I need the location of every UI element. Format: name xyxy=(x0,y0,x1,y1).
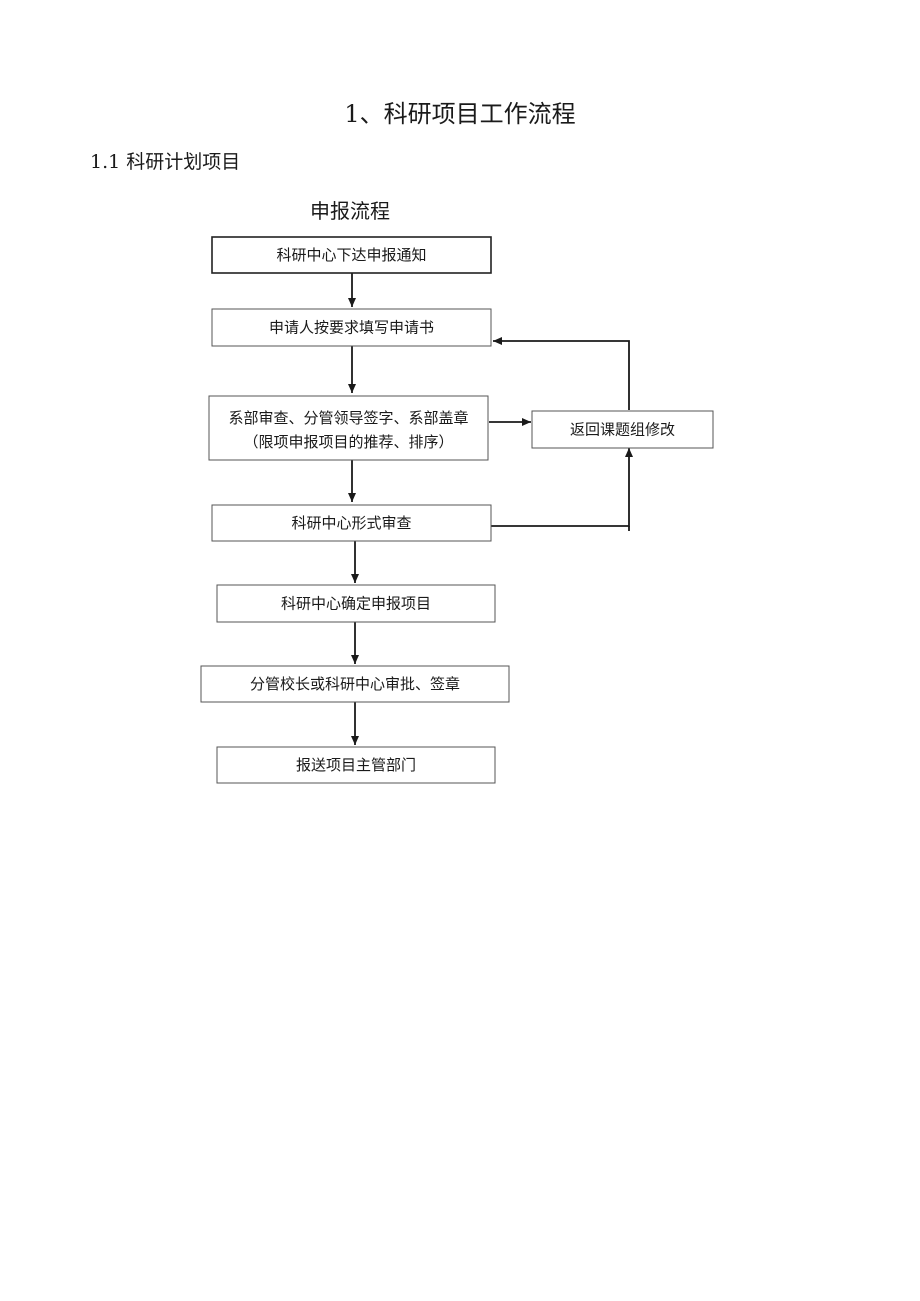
node-review: 系部审查、分管领导签字、系部盖章 （限项申报项目的推荐、排序） xyxy=(208,395,489,461)
flowchart-title: 申报流程 xyxy=(310,199,390,223)
node-review-label-line1: 系部审查、分管领导签字、系部盖章 xyxy=(228,409,468,427)
node-confirm-label: 科研中心确定申报项目 xyxy=(281,595,431,613)
node-confirm: 科研中心确定申报项目 xyxy=(216,584,496,623)
node-submit: 报送项目主管部门 xyxy=(216,746,496,784)
node-notice: 科研中心下达申报通知 xyxy=(211,236,492,274)
node-fill-form: 申请人按要求填写申请书 xyxy=(211,308,492,347)
edge-format-check-to-return-revise xyxy=(491,448,633,527)
node-format-check-label: 科研中心形式审查 xyxy=(291,514,411,532)
edge-return-revise-to-fill-form xyxy=(493,337,630,410)
node-notice-label: 科研中心下达申报通知 xyxy=(276,246,426,264)
node-approve-label: 分管校长或科研中心审批、签章 xyxy=(250,675,460,693)
node-fill-form-label: 申请人按要求填写申请书 xyxy=(269,319,434,337)
node-return-revise: 返回课题组修改 xyxy=(531,410,714,449)
node-format-check: 科研中心形式审查 xyxy=(211,504,492,542)
page-title: 1、科研项目工作流程 xyxy=(344,100,576,128)
node-return-revise-label: 返回课题组修改 xyxy=(570,421,675,439)
node-review-label-line2: （限项申报项目的推荐、排序） xyxy=(243,433,453,451)
node-approve: 分管校长或科研中心审批、签章 xyxy=(200,665,510,703)
node-submit-label: 报送项目主管部门 xyxy=(296,756,416,774)
section-title: 1.1 科研计划项目 xyxy=(90,151,241,173)
